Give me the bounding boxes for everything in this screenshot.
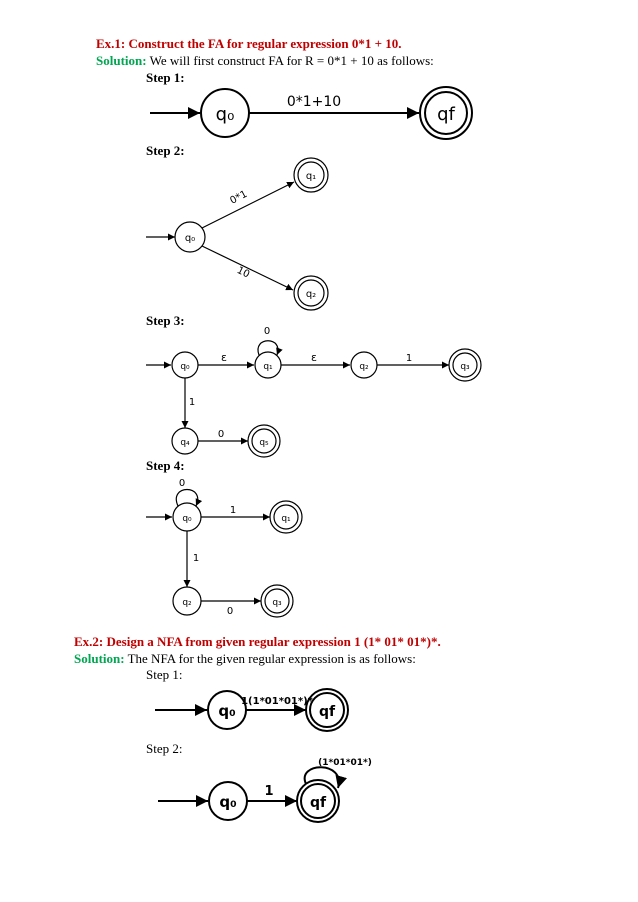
ex1-heading: Ex.1: Construct the FA for regular expre… bbox=[96, 36, 402, 51]
state-q3-label: q₃ bbox=[272, 598, 282, 608]
transition-q0-q4-label: 1 bbox=[189, 397, 195, 408]
ex1-solution-line: Solution: We will first construct FA for… bbox=[96, 53, 434, 69]
ex1-step4-label: Step 4: bbox=[146, 458, 185, 473]
state-qf-inner bbox=[424, 91, 468, 135]
state-qf-outer bbox=[305, 688, 349, 732]
state-q0-label: q₀ bbox=[180, 362, 190, 372]
state-q5-inner bbox=[251, 428, 277, 454]
loop-q0 bbox=[175, 488, 203, 507]
ex2-step2-label: Step 2: bbox=[146, 741, 183, 756]
state-q2-label: q₂ bbox=[306, 289, 316, 300]
state-q0-label: q₀ bbox=[185, 233, 195, 244]
ex1-step2-diagram: q₀ 0*1 10 q₁ q₂ bbox=[146, 157, 329, 311]
state-qf-outer bbox=[419, 86, 473, 140]
state-q1-inner bbox=[273, 504, 299, 530]
state-q2-inner bbox=[297, 279, 325, 307]
state-q2-label: q₂ bbox=[359, 362, 369, 372]
state-q0-label: q₀ bbox=[218, 702, 235, 720]
transition-label: 1 bbox=[264, 784, 273, 799]
state-qf-inner bbox=[300, 783, 336, 819]
ex1-step2-label: Step 2: bbox=[146, 143, 185, 158]
state-q1-label: q₁ bbox=[281, 514, 291, 524]
ex2-step1-diagram: q₀ 1(1*01*01*)* qf bbox=[155, 688, 349, 732]
state-q3-inner bbox=[452, 352, 478, 378]
state-qf-label: qf bbox=[310, 795, 327, 811]
state-qf-label: qf bbox=[437, 104, 455, 125]
state-q3-inner bbox=[264, 588, 290, 614]
transition-q4-q5-label: 0 bbox=[218, 429, 224, 440]
state-q4-label: q₄ bbox=[180, 438, 190, 448]
transition-eps1: ε bbox=[221, 351, 227, 364]
ex2-solution-line: Solution: The NFA for the given regular … bbox=[74, 651, 416, 667]
state-q3-outer bbox=[260, 584, 294, 618]
ex2-solution-label: Solution: bbox=[74, 651, 125, 666]
transition-q0-q1-label: 1 bbox=[230, 505, 236, 516]
ex1-solution-text: We will first construct FA for R = 0*1 +… bbox=[149, 53, 434, 68]
state-q1-outer bbox=[293, 157, 329, 193]
ex2-heading: Ex.2: Design a NFA from given regular ex… bbox=[74, 634, 441, 649]
state-q2-outer bbox=[293, 275, 329, 311]
transition-q2-q3-label: 0 bbox=[227, 606, 233, 617]
transition-q0-q1 bbox=[201, 181, 295, 229]
state-qf-outer bbox=[296, 779, 340, 823]
ex1-step1-diagram: q₀ 0*1+10 qf bbox=[150, 86, 473, 140]
state-q1-label: q₁ bbox=[306, 171, 316, 182]
state-q5-outer bbox=[247, 424, 281, 458]
transition-q0-q2-label: 1 bbox=[193, 553, 199, 564]
transition-label-upper: 0*1 bbox=[228, 189, 249, 207]
ex2-step2-diagram: q₀ 1 qf (1*01*01*) bbox=[158, 758, 372, 823]
state-qf-inner bbox=[309, 692, 345, 728]
transition-label: 0*1+10 bbox=[287, 94, 341, 110]
loop-qf bbox=[303, 766, 348, 789]
state-q0-label: q₀ bbox=[182, 514, 192, 524]
transition-eps2: ε bbox=[311, 351, 317, 364]
transition-q2-q3-label: 1 bbox=[406, 353, 412, 364]
ex2-solution-text: The NFA for the given regular expression… bbox=[127, 651, 416, 666]
transition-label: 1(1*01*01*)* bbox=[241, 696, 314, 707]
state-q3-outer bbox=[448, 348, 482, 382]
loop-q0-label: 0 bbox=[179, 478, 185, 489]
state-q1-outer bbox=[269, 500, 303, 534]
state-q1-inner bbox=[297, 161, 325, 189]
state-q0 bbox=[174, 221, 206, 253]
ex1-step4-diagram: q₀ 0 1 q₁ 1 q₂ 0 q₃ bbox=[146, 478, 303, 618]
loop-q1-label: 0 bbox=[264, 326, 270, 337]
state-q1-label: q₁ bbox=[263, 362, 273, 372]
state-q3-label: q₃ bbox=[460, 362, 470, 372]
transition-q0-q2 bbox=[201, 245, 294, 291]
ex1-step3-diagram: q₀ ε q₁ 0 ε q₂ 1 q₃ 1 q₄ 0 q₅ bbox=[146, 326, 482, 458]
loop-q1 bbox=[257, 340, 283, 356]
state-q0-label: q₀ bbox=[216, 104, 235, 125]
state-q5-label: q₅ bbox=[259, 438, 269, 448]
ex1-solution-label: Solution: bbox=[96, 53, 147, 68]
transition-label-lower: 10 bbox=[235, 265, 251, 280]
ex1-step3-label: Step 3: bbox=[146, 313, 185, 328]
state-q0-label: q₀ bbox=[219, 793, 236, 811]
ex1-step1-label: Step 1: bbox=[146, 70, 185, 85]
ex2-step1-label: Step 1: bbox=[146, 667, 183, 682]
state-q2-label: q₂ bbox=[182, 598, 192, 608]
state-qf-label: qf bbox=[319, 704, 336, 720]
loop-qf-label: (1*01*01*) bbox=[318, 758, 372, 768]
